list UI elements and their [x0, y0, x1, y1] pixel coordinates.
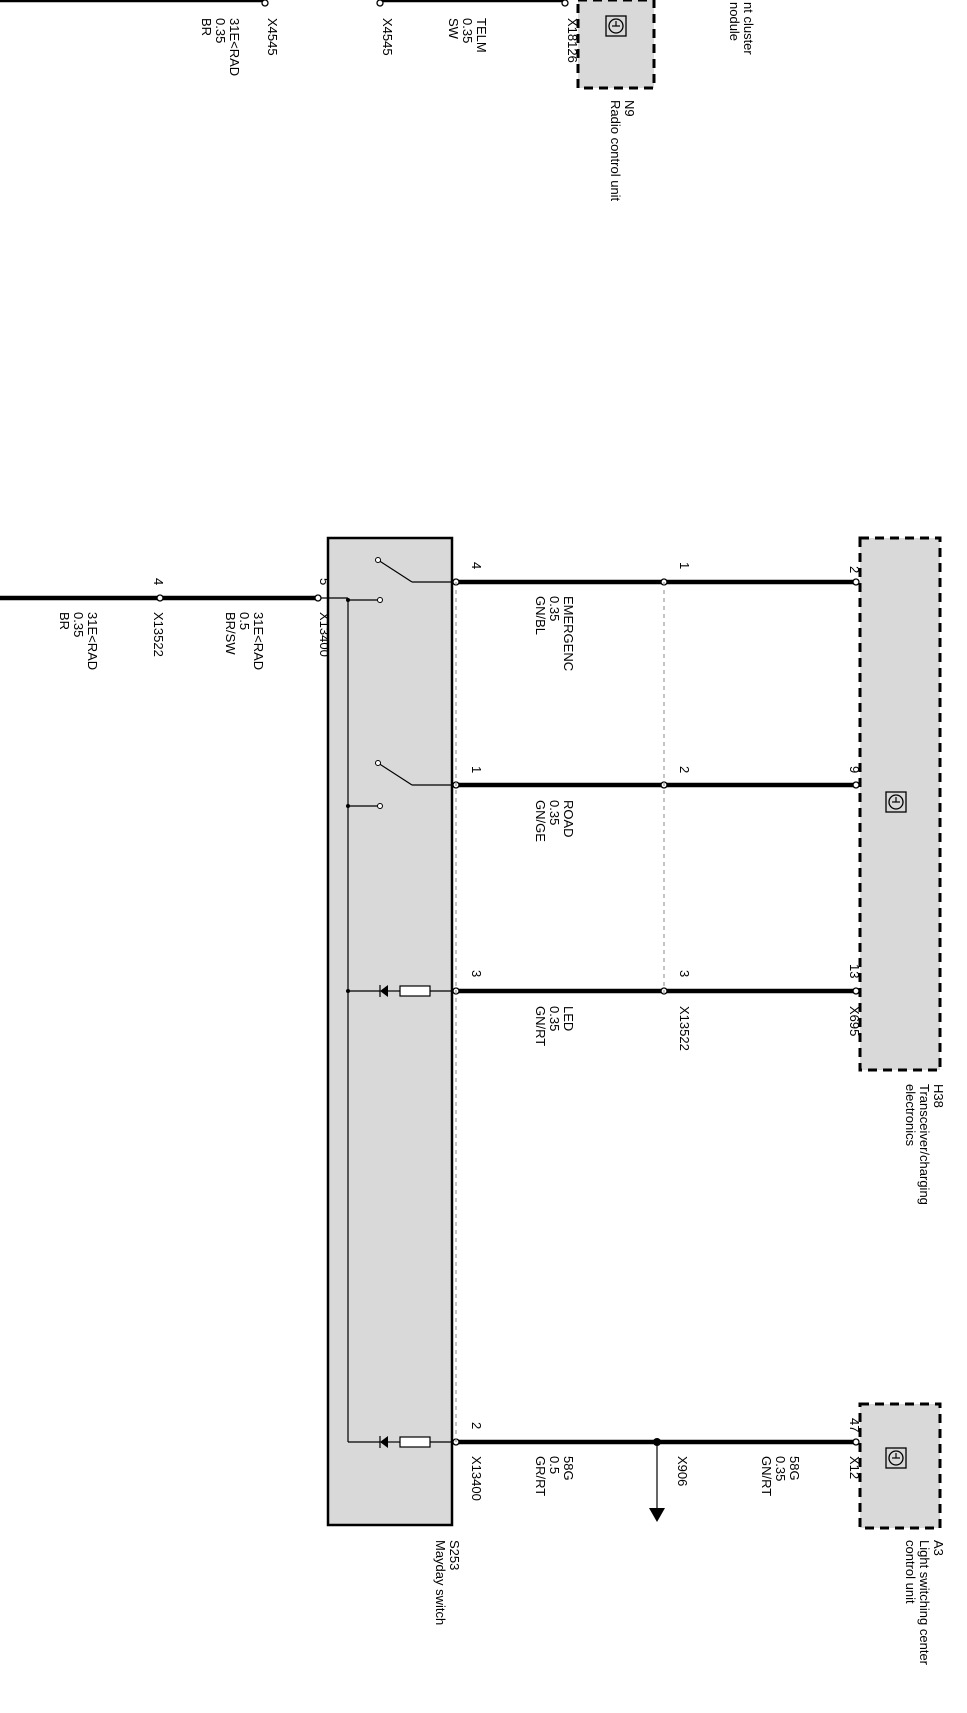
n9-code: N9: [622, 100, 637, 117]
led-indicator-circuit: [346, 985, 452, 997]
ground-a-size: 0.5: [237, 612, 252, 630]
top-connector-x18126: [561, 0, 569, 7]
ground-b-signal: 31E<RAD: [85, 612, 100, 670]
emergenc-h38-pin-number: 2: [847, 566, 862, 573]
58g-a3-connector: X12: [847, 1456, 862, 1479]
road-size: 0.35: [547, 800, 562, 825]
emergenc-size: 0.35: [547, 596, 562, 621]
x906-continue-arrow-icon: [649, 1508, 665, 1522]
58g-lower-size: 0.5: [547, 1456, 562, 1474]
ground-b-color: BR: [57, 612, 72, 630]
top-wire-2-labels: X4545 TELM 0.35 SW: [380, 18, 489, 56]
emergenc-s253-pin-number: 4: [469, 562, 484, 569]
road-h38-pin-number: 9: [847, 766, 862, 773]
road-wire-labels: ROAD 0.35 GN/GE: [533, 800, 576, 842]
ground-x13522-pin: [156, 594, 164, 602]
road-mid-pin-number: 2: [677, 766, 692, 773]
road-h38-pin: [852, 781, 860, 789]
top-wire-2-size: 0.35: [460, 18, 475, 43]
top-wire-1-signal: 31E<RAD: [227, 18, 242, 76]
ground-s253-pin-number: 5: [317, 578, 332, 585]
n9-control-unit-icon: [605, 15, 627, 37]
emergenc-signal: EMERGENC: [561, 596, 576, 671]
a3-control-unit-icon: [885, 1447, 907, 1469]
top-wire-1-labels: X4545 31E<RAD 0.35 BR: [199, 18, 280, 76]
n9-radio-control-unit-box: [576, 0, 656, 90]
ground-s253-connector: X13400: [317, 612, 332, 657]
led-h38-pin: [852, 987, 860, 995]
h38-transceiver-box: [858, 536, 942, 1072]
s253-name: Mayday switch: [433, 1540, 448, 1625]
led-h38-pin-number: 13: [847, 964, 862, 978]
road-signal: ROAD: [561, 800, 576, 838]
emergenc-h38-pin: [852, 578, 860, 586]
ground-a-signal: 31E<RAD: [251, 612, 266, 670]
top-connector-x4545-b: [376, 0, 384, 7]
led-s253-pin-number: 3: [469, 970, 484, 977]
led-color: GN/RT: [533, 1006, 548, 1046]
58g-lower-color: GR/RT: [533, 1456, 548, 1496]
road-color: GN/GE: [533, 800, 548, 842]
ic-label-line1: nt cluster: [741, 2, 756, 55]
58g-mid-connector: X906: [675, 1456, 690, 1486]
top-wire-1-connector: X4545: [265, 18, 280, 56]
h38-code: H38: [931, 1084, 946, 1108]
58g-upper-signal: 58G: [787, 1456, 802, 1481]
ground-x13522-pin-number: 4: [151, 578, 166, 585]
led-signal: LED: [561, 1006, 576, 1031]
n9-name: Radio control unit: [608, 100, 623, 202]
top-wire-1-size: 0.35: [213, 18, 228, 43]
ic-label-line2: nodule: [727, 2, 742, 41]
s253-mayday-switch-box: [326, 536, 454, 1527]
emergenc-wire-labels: EMERGENC 0.35 GN/BL: [533, 596, 576, 671]
ground-s253-pin: [314, 594, 322, 602]
top-wire-2-color: SW: [446, 18, 461, 40]
h38-name-line2: electronics: [903, 1084, 918, 1147]
h38-name-line1: Transceiver/charging: [917, 1084, 932, 1205]
a3-name-line1: Light switching center: [917, 1540, 932, 1666]
led-size: 0.35: [547, 1006, 562, 1031]
led-mid-connector: X13522: [677, 1006, 692, 1051]
58g-wire-labels: X12 58G 0.35 GN/RT X906 58G 0.5 GR/RT X1…: [469, 1456, 862, 1501]
top-wire-3-connector: X18126: [565, 18, 580, 63]
led-wire-labels: LED 0.35 GN/RT X695 X13522: [533, 1006, 862, 1051]
top-wire-2-signal: TELM: [474, 18, 489, 53]
a3-code: A3: [931, 1540, 946, 1556]
road-switch-contact: [346, 760, 452, 809]
58g-upper-size: 0.35: [773, 1456, 788, 1481]
58g-s253-connector: X13400: [469, 1456, 484, 1501]
58g-s253-pin-number: 2: [469, 1422, 484, 1429]
h38-control-unit-icon: [885, 791, 907, 813]
s253-code: S253: [447, 1540, 462, 1570]
backlight-circuit: [348, 1436, 452, 1448]
58g-lower-signal: 58G: [561, 1456, 576, 1481]
top-wire-2-connector: X4545: [380, 18, 395, 56]
58g-a3-pin: [852, 1438, 860, 1446]
led-h38-connector: X695: [847, 1006, 862, 1036]
58g-upper-color: GN/RT: [759, 1456, 774, 1496]
top-wire-1-color: BR: [199, 18, 214, 36]
top-connector-x4545-a: [261, 0, 269, 7]
emergency-switch-contact: [346, 557, 452, 603]
led-mid-pin-number: 3: [677, 970, 692, 977]
ground-a-color: BR/SW: [223, 612, 238, 655]
a3-name-line2: control unit: [903, 1540, 918, 1604]
58g-a3-pin-number: 47: [847, 1418, 862, 1432]
emergenc-mid-pin-number: 1: [677, 562, 692, 569]
ground-wire-labels: X13400 31E<RAD 0.5 BR/SW X13522 31E<RAD …: [57, 612, 332, 670]
road-s253-pin-number: 1: [469, 766, 484, 773]
ground-x13522-connector: X13522: [151, 612, 166, 657]
ground-b-size: 0.35: [71, 612, 86, 637]
emergenc-color: GN/BL: [533, 596, 548, 635]
a3-light-switching-box: [858, 1402, 942, 1530]
